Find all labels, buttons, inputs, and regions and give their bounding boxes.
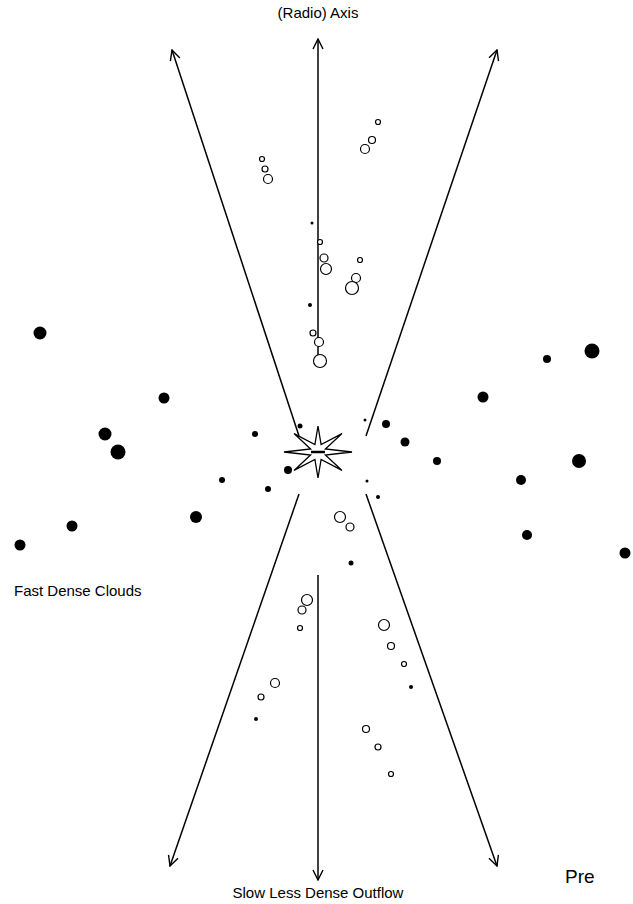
cone-edge-arrow bbox=[366, 494, 497, 866]
dense-cloud bbox=[382, 420, 390, 428]
outflow-cloud bbox=[264, 175, 273, 184]
outflow-cloud bbox=[388, 643, 395, 650]
outflow-cloud bbox=[310, 330, 316, 336]
dense-cloud bbox=[159, 393, 170, 404]
dense-cloud bbox=[376, 495, 380, 499]
radio-axis-arrow bbox=[317, 39, 319, 360]
outflow-cloud bbox=[314, 355, 327, 368]
outflow-cloud bbox=[335, 512, 346, 523]
outflow-cloud bbox=[379, 620, 390, 631]
outflow-cloud bbox=[369, 137, 376, 144]
outflow-cloud bbox=[375, 744, 381, 750]
outflow-cloud bbox=[302, 595, 313, 606]
region-label: Fast Dense Clouds bbox=[12, 582, 144, 600]
dense-cloud bbox=[265, 486, 271, 492]
dense-cloud bbox=[219, 477, 225, 483]
outflow-cloud bbox=[321, 264, 332, 275]
dense-cloud bbox=[366, 480, 369, 483]
cone-edge-arrow bbox=[172, 50, 299, 436]
dense-cloud bbox=[15, 540, 26, 551]
outflow-cloud bbox=[271, 679, 280, 688]
outflow-label: Slow Less Dense Outflow bbox=[231, 884, 406, 902]
dense-cloud bbox=[522, 530, 532, 540]
dense-cloud bbox=[543, 355, 551, 363]
outflow-arrow bbox=[317, 575, 319, 880]
outflow-cloud bbox=[298, 626, 303, 631]
nucleus-star bbox=[284, 426, 352, 478]
dense-cloud bbox=[585, 344, 600, 359]
dense-cloud bbox=[67, 521, 78, 532]
nucleus-disk bbox=[311, 451, 325, 454]
dense-cloud bbox=[34, 327, 47, 340]
dense-cloud bbox=[349, 561, 354, 566]
outflow-cloud bbox=[260, 157, 265, 162]
dense-cloud bbox=[401, 438, 410, 447]
outflow-cloud bbox=[346, 282, 359, 295]
axis-label: (Radio) Axis bbox=[276, 4, 361, 22]
outflow-cloud bbox=[258, 694, 264, 700]
outflow-cloud bbox=[262, 166, 268, 172]
outflow-cloud bbox=[298, 606, 306, 614]
dense-cloud bbox=[516, 475, 526, 485]
axis-arrows bbox=[170, 39, 497, 880]
outflow-cloud bbox=[320, 254, 328, 262]
cone-edge-arrow bbox=[366, 50, 497, 436]
dense-cloud bbox=[190, 511, 202, 523]
dense-cloud bbox=[620, 548, 631, 559]
dense-cloud bbox=[252, 431, 258, 437]
dense-cloud bbox=[311, 222, 314, 225]
outflow-cloud bbox=[402, 662, 407, 667]
dense-cloud bbox=[478, 392, 489, 403]
outflow-cloud bbox=[376, 120, 381, 125]
dense-cloud bbox=[433, 457, 441, 465]
outflow-cloud bbox=[358, 258, 363, 263]
fast-dense-clouds bbox=[15, 222, 631, 722]
outflow-cloud bbox=[361, 145, 370, 154]
outflow-cloud bbox=[318, 240, 323, 245]
central-source bbox=[284, 426, 352, 478]
dense-cloud bbox=[111, 445, 126, 460]
dense-cloud bbox=[298, 424, 303, 429]
outflow-cloud bbox=[363, 726, 370, 733]
outflow-cloud bbox=[346, 523, 354, 531]
dense-cloud bbox=[284, 466, 292, 474]
outflow-cloud bbox=[389, 772, 394, 777]
dense-cloud bbox=[99, 428, 112, 441]
dense-cloud bbox=[572, 454, 586, 468]
dense-cloud bbox=[409, 685, 413, 689]
dense-cloud bbox=[308, 303, 312, 307]
cone-edge-arrow bbox=[170, 494, 299, 866]
slide-text-fragment: Pre bbox=[563, 866, 597, 889]
outflow-cloud bbox=[315, 338, 324, 347]
dense-cloud bbox=[364, 419, 367, 422]
slow-outflow-clouds bbox=[258, 120, 407, 777]
dense-cloud bbox=[254, 717, 258, 721]
